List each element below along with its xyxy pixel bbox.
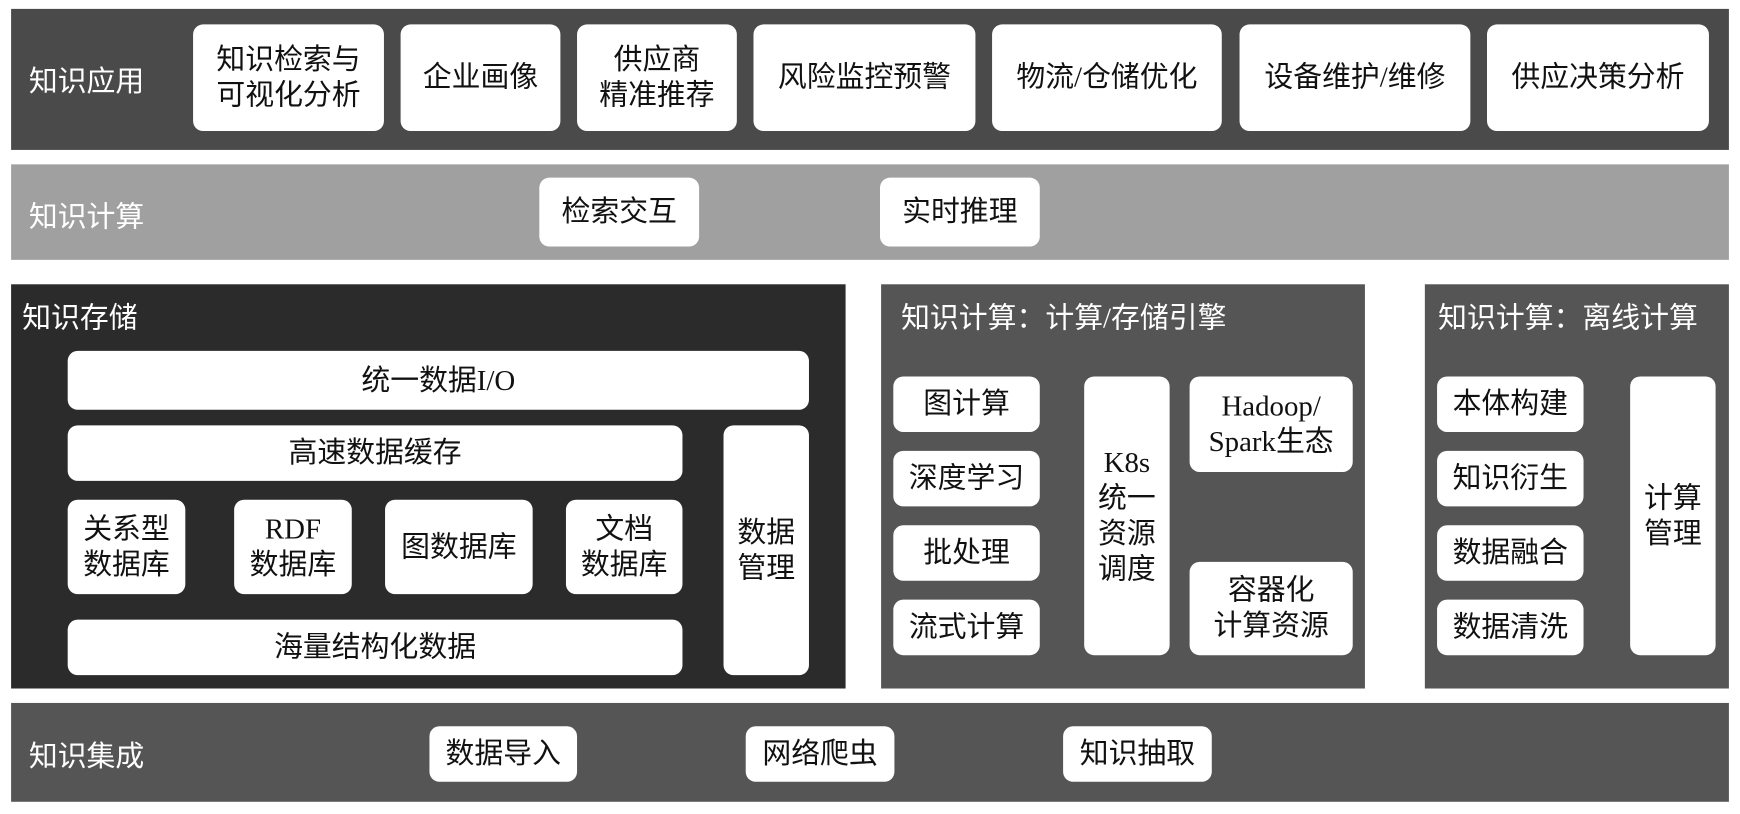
app-item: 企业画像 xyxy=(400,24,561,132)
offline-item: 本体构建 xyxy=(1437,376,1584,432)
engine-item: 批处理 xyxy=(893,525,1040,581)
engine-item: 深度学习 xyxy=(893,450,1040,507)
integration-item: 知识抽取 xyxy=(1063,726,1212,782)
engine-item: 图计算 xyxy=(893,376,1040,432)
container-resources: 容器化 计算资源 xyxy=(1189,561,1353,656)
k8s-scheduling: K8s 统一 资源 调度 xyxy=(1084,376,1170,656)
app-item: 知识检索与 可视化分析 xyxy=(193,24,384,132)
cache: 高速数据缓存 xyxy=(67,425,683,481)
panel-label: 知识计算：计算/存储引擎 xyxy=(901,302,1227,335)
offline-item: 数据融合 xyxy=(1437,525,1584,581)
db-item: 关系型 数据库 xyxy=(67,499,186,595)
layer-label: 知识计算 xyxy=(28,201,145,234)
app-item: 物流/仓储优化 xyxy=(992,24,1222,132)
offline-item: 知识衍生 xyxy=(1437,450,1584,507)
app-item: 设备维护/维修 xyxy=(1239,24,1471,132)
app-item: 风险监控预警 xyxy=(753,24,976,132)
knowledge-computing-layer: 知识计算 xyxy=(11,164,1729,260)
integration-item: 网络爬虫 xyxy=(745,726,895,782)
panel-label: 知识计算：离线计算 xyxy=(1438,302,1698,335)
unified-io: 统一数据I/O xyxy=(67,350,809,410)
engine-item: 流式计算 xyxy=(893,599,1040,656)
mass-data: 海量结构化数据 xyxy=(67,619,683,676)
offline-item: 数据清洗 xyxy=(1437,599,1584,656)
layer-label: 知识应用 xyxy=(28,65,145,98)
db-item: 文档 数据库 xyxy=(565,499,683,595)
layer-label: 知识集成 xyxy=(28,740,145,773)
db-item: 图数据库 xyxy=(385,499,533,595)
compute-management: 计算 管理 xyxy=(1630,376,1716,656)
db-item: RDF 数据库 xyxy=(234,499,352,595)
app-item: 供应决策分析 xyxy=(1486,24,1709,132)
integration-item: 数据导入 xyxy=(429,726,578,782)
compute-item: 检索交互 xyxy=(539,177,700,247)
app-item: 供应商 精准推荐 xyxy=(577,24,737,132)
compute-item: 实时推理 xyxy=(879,177,1040,247)
hadoop-spark: Hadoop/ Spark生态 xyxy=(1189,376,1353,472)
data-management: 数据 管理 xyxy=(723,425,809,676)
panel-label: 知识存储 xyxy=(22,302,138,335)
